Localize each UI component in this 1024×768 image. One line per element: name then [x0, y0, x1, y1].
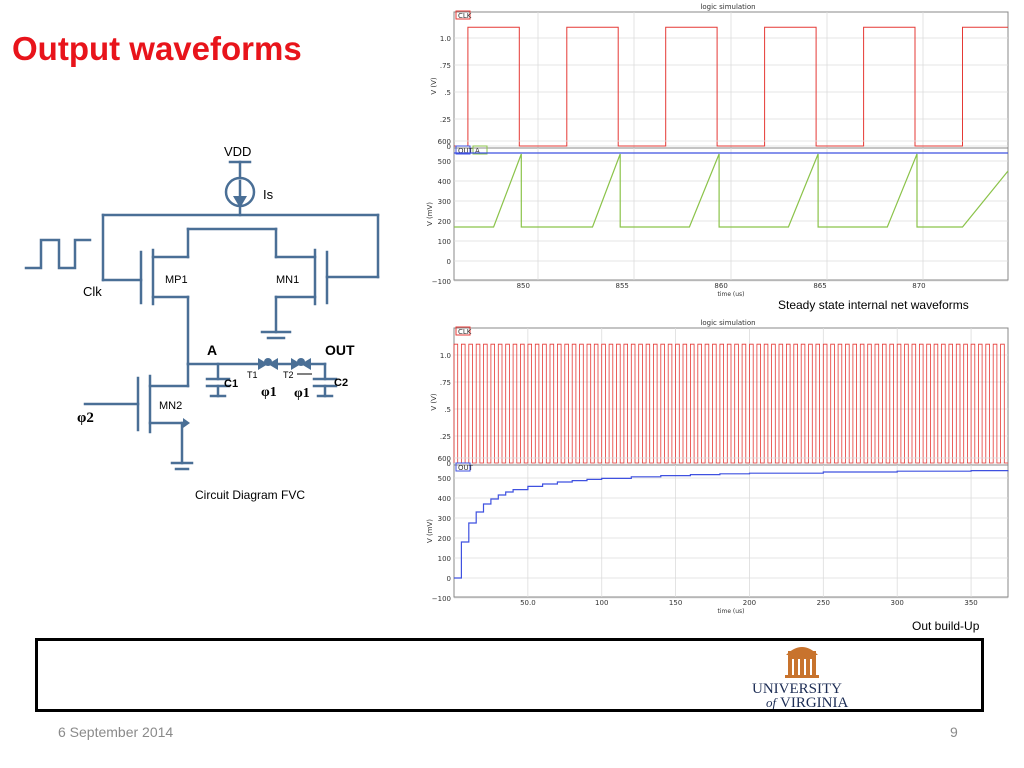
- bottom-out-tick: 100: [438, 555, 451, 563]
- bottom-x-tick: 100: [595, 599, 608, 607]
- bottom-x-tick: 250: [817, 599, 830, 607]
- top-clk-tick: 0: [447, 143, 451, 151]
- svg-text:UNIVERSITY: UNIVERSITY: [752, 681, 842, 697]
- bottom-clk-tick: .25: [440, 433, 451, 441]
- top-clk-trace: [454, 26, 1008, 147]
- top-a-legend-swatch: [472, 145, 488, 155]
- top-out-ylabel: V (mV): [426, 202, 434, 226]
- top-out-tick: 200: [438, 218, 451, 226]
- top-out-tick: −100: [432, 278, 451, 286]
- top-clk-tick: .75: [440, 62, 451, 70]
- t1-label: T1: [247, 370, 258, 380]
- bottom-out-ylabel: V (mV): [426, 519, 434, 543]
- c2-label: C2: [334, 377, 348, 389]
- bottom-x-tick: 300: [891, 599, 904, 607]
- clock-input-symbol: [24, 238, 92, 270]
- phi1-bar-label: φ1: [294, 386, 310, 401]
- phi1-label: φ1: [261, 385, 277, 400]
- top-out-legend: OUT: [458, 147, 474, 155]
- top-plot-title: logic simulation: [700, 3, 755, 11]
- bottom-clk-trace: [453, 343, 1008, 464]
- bottom-out-tick: −100: [432, 595, 451, 603]
- bottom-out-legend: OUT: [458, 464, 474, 472]
- bottom-plot-title: logic simulation: [700, 319, 755, 327]
- top-clk-legend-swatch: [455, 10, 471, 20]
- top-out-tick: 0: [447, 258, 451, 266]
- top-a-trace: [454, 153, 1009, 228]
- top-a-legend: A: [475, 147, 480, 155]
- c1-label: C1: [224, 378, 238, 390]
- circuit-caption: Circuit Diagram FVC: [195, 488, 305, 502]
- node-out-label: OUT: [325, 342, 355, 358]
- top-clk-tick: 1.0: [440, 35, 451, 43]
- svg-text:VIRGINIA: VIRGINIA: [780, 695, 848, 709]
- bottom-out-tick: 600: [438, 455, 451, 463]
- top-x-tick: 870: [912, 282, 925, 290]
- top-out-tick: 600: [438, 138, 451, 146]
- top-clk-ylabel: V (V): [430, 77, 438, 95]
- bottom-clk-tick: 0: [447, 460, 451, 468]
- mn2-arrow: [183, 418, 190, 428]
- top-out-tick: 400: [438, 178, 451, 186]
- bottom-out-trace: [454, 470, 1009, 579]
- bottom-x-tick: 50.0: [520, 599, 536, 607]
- top-clk-tick: .25: [440, 116, 451, 124]
- mn1-label: MN1: [276, 274, 299, 286]
- t2-label: T2: [283, 370, 294, 380]
- current-arrow: [233, 196, 247, 208]
- bottom-out-tick: 0: [447, 575, 451, 583]
- mn2-label: MN2: [159, 400, 182, 412]
- top-x-tick: 850: [517, 282, 530, 290]
- page-number: 9: [950, 724, 958, 740]
- bottom-clk-legend: CLK: [458, 328, 472, 336]
- phi2-label: φ2: [77, 410, 94, 426]
- top-out-legend-swatch: [455, 145, 471, 155]
- node-a-label: A: [207, 342, 217, 358]
- top-plot-caption: Steady state internal net waveforms: [778, 298, 969, 312]
- t1-gate-left: [258, 358, 268, 370]
- bottom-x-tick: 350: [964, 599, 977, 607]
- mp1-label: MP1: [165, 274, 188, 286]
- footer-date: 6 September 2014: [58, 724, 174, 740]
- bottom-out-panel: [453, 464, 1009, 598]
- is-label: Is: [263, 187, 274, 202]
- top-x-tick: 865: [813, 282, 826, 290]
- bottom-out-tick: 400: [438, 495, 451, 503]
- bottom-out-tick: 200: [438, 535, 451, 543]
- top-out-tick: 100: [438, 238, 451, 246]
- bottom-clk-tick: 1.0: [440, 352, 451, 360]
- clk-label: Clk: [83, 284, 102, 299]
- bottom-clk-ylabel: V (V): [430, 393, 438, 411]
- bottom-x-tick: 200: [743, 599, 756, 607]
- t2-gate-left: [291, 358, 301, 370]
- top-xlabel: time (us): [717, 291, 744, 298]
- top-out-tick: 300: [438, 198, 451, 206]
- bottom-x-tick: 150: [669, 599, 682, 607]
- bottom-xlabel: time (us): [717, 608, 744, 615]
- bottom-clk-legend-swatch: [455, 326, 471, 336]
- bottom-out-tick: 500: [438, 475, 451, 483]
- top-clk-legend: CLK: [458, 12, 472, 20]
- bottom-plot-caption: Out build-Up: [912, 619, 980, 633]
- top-x-tick: 860: [714, 282, 727, 290]
- top-x-tick: 855: [615, 282, 628, 290]
- bottom-out-tick: 300: [438, 515, 451, 523]
- bottom-clk-tick: .75: [440, 379, 451, 387]
- svg-text:of: of: [766, 695, 779, 709]
- footer-box: UNIVERSITY of VIRGINIA: [35, 638, 984, 712]
- university-logo: UNIVERSITY of VIRGINIA: [752, 647, 848, 709]
- vdd-label: VDD: [224, 144, 251, 159]
- top-clk-tick: .5: [444, 89, 451, 97]
- top-out-tick: 500: [438, 158, 451, 166]
- bottom-clk-tick: .5: [444, 406, 451, 414]
- slide-title: Output waveforms: [12, 30, 302, 67]
- bottom-out-legend-swatch: [455, 462, 471, 472]
